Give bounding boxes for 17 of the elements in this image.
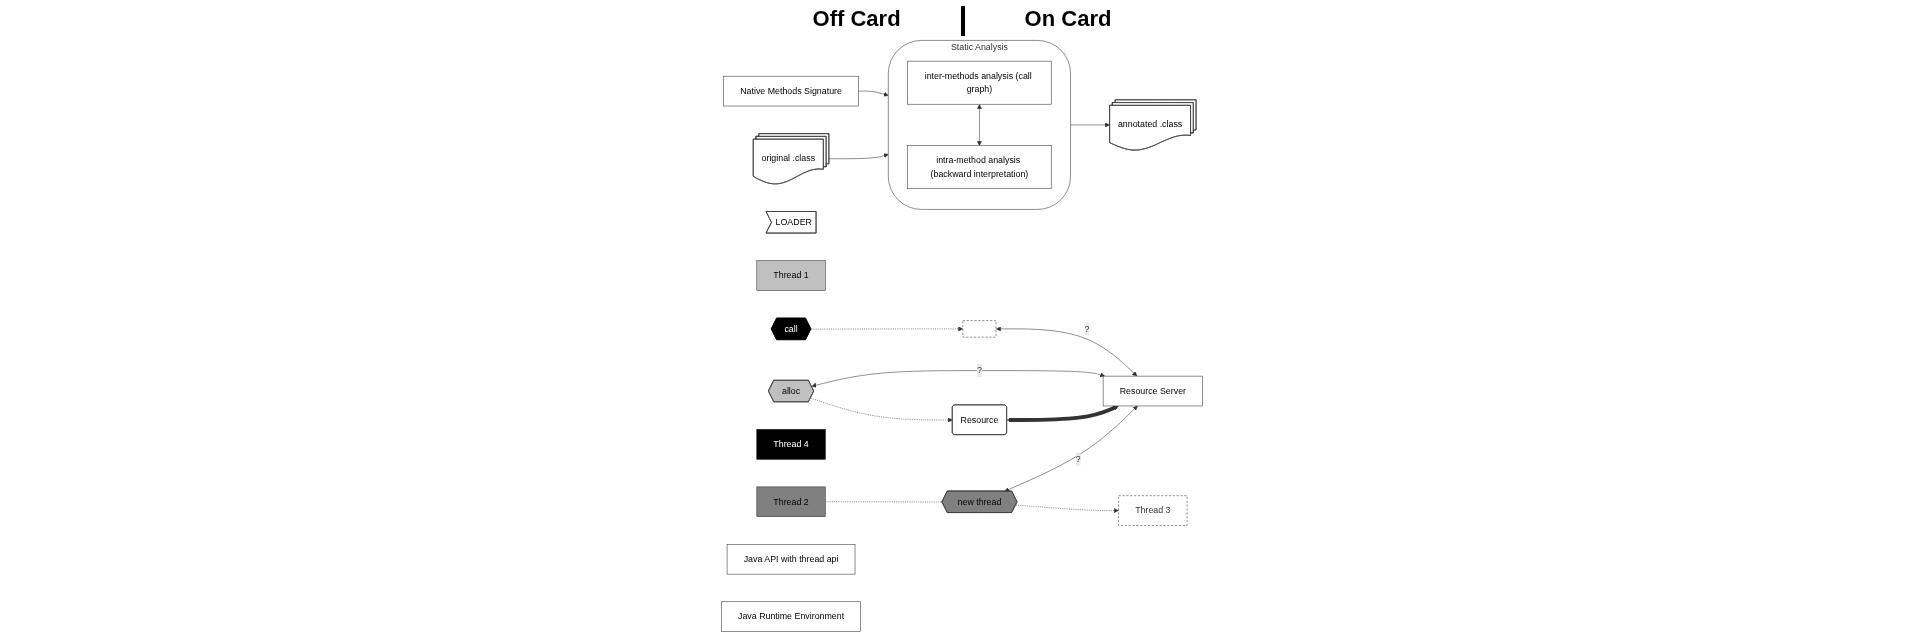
edge-label: ? bbox=[976, 365, 982, 376]
node-box: Java API with thread api bbox=[726, 544, 856, 575]
node-box: Java Runtime Environment bbox=[721, 601, 861, 632]
edge-label: ? bbox=[1084, 323, 1090, 334]
node-box: Native Methods Signature bbox=[723, 75, 859, 107]
node-box: Thread 2 bbox=[756, 486, 826, 517]
arrow bbox=[1006, 405, 1119, 423]
section-label: Off Card bbox=[812, 6, 901, 33]
edge-label: ? bbox=[1075, 454, 1081, 464]
node-box: Thread 4 bbox=[756, 429, 826, 460]
node-box: intra-method analysis (backward interpretation) bbox=[907, 145, 1052, 189]
node-box: Thread 1 bbox=[756, 260, 826, 291]
section-label: On Card bbox=[1024, 6, 1112, 33]
node-box: inter-methods analysis (call graph) bbox=[907, 60, 1052, 105]
node-box: Resource Server bbox=[1102, 375, 1203, 407]
node-box: Thread 3 bbox=[1118, 495, 1188, 526]
node-box bbox=[962, 320, 997, 338]
